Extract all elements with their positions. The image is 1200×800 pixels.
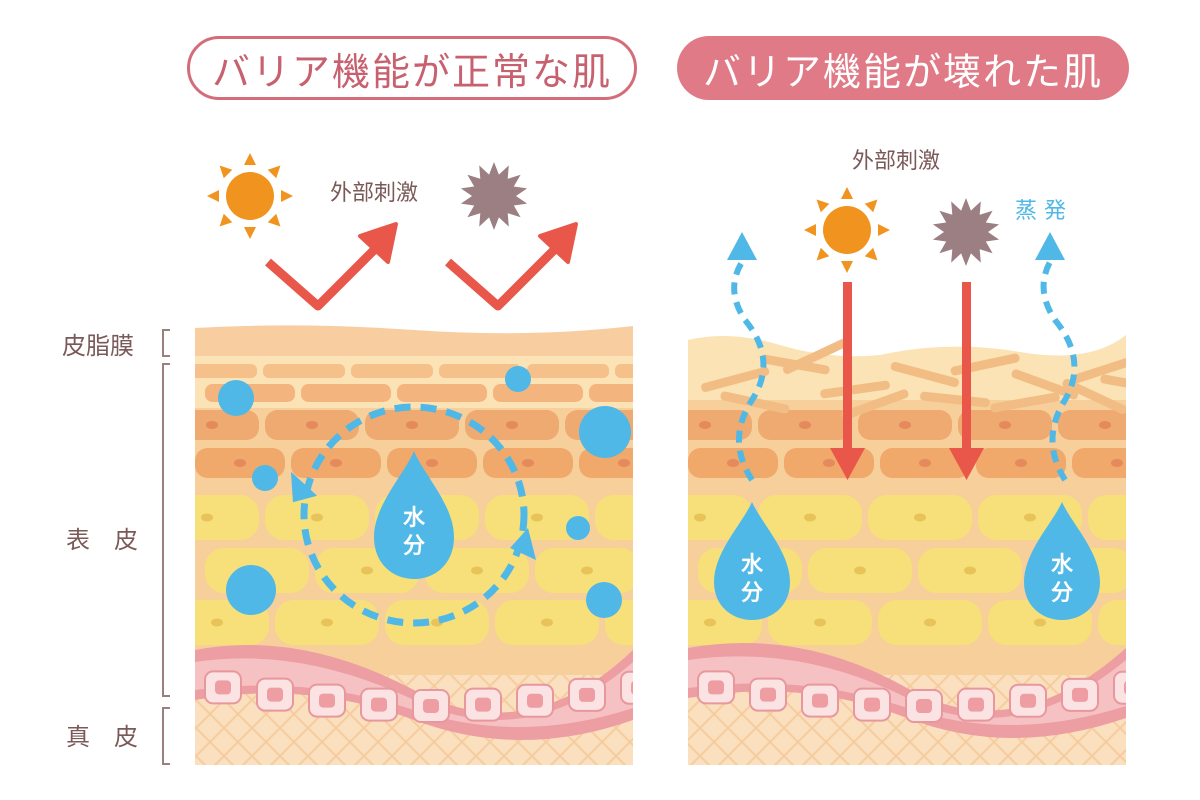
skin-cell bbox=[1088, 495, 1126, 540]
sun-icon bbox=[207, 153, 293, 239]
evaporation-arrow-icon bbox=[731, 260, 1078, 482]
water-circulation-arrow bbox=[290, 403, 536, 627]
skin-cell bbox=[301, 384, 391, 402]
basal-cell bbox=[620, 670, 633, 705]
sun-ray bbox=[207, 190, 219, 202]
skin-cell bbox=[1058, 410, 1126, 440]
svg-text:分: 分 bbox=[403, 534, 425, 559]
sun-ray bbox=[281, 190, 293, 202]
down-arrow-icon bbox=[830, 282, 865, 480]
external-stimulus-label: 外部刺激 bbox=[330, 181, 418, 206]
sun-ray bbox=[244, 227, 256, 239]
skin-cell bbox=[688, 410, 752, 440]
reflect-arrow-icon bbox=[445, 222, 578, 311]
irritant-icon bbox=[932, 198, 1000, 266]
sun-ray bbox=[267, 165, 281, 179]
svg-text:分: 分 bbox=[1051, 581, 1073, 606]
down-arrow-icon bbox=[949, 282, 984, 480]
reflect-arrow-icon bbox=[265, 222, 398, 311]
sun-ray bbox=[841, 187, 853, 199]
skin-cell bbox=[439, 364, 521, 378]
damaged-keratin-flake bbox=[820, 380, 890, 399]
damaged-keratin-flake bbox=[1100, 374, 1126, 395]
skin-cell bbox=[589, 384, 633, 402]
damaged-keratin-flake bbox=[990, 392, 1060, 413]
damaged-keratin-flake bbox=[920, 391, 990, 408]
water-drop-icon: 水 分 bbox=[374, 451, 454, 579]
svg-text:水: 水 bbox=[1051, 553, 1074, 578]
sun-ray bbox=[816, 199, 830, 213]
evaporation-arrow-head bbox=[1035, 232, 1065, 260]
svg-text:水: 水 bbox=[403, 506, 426, 531]
skin-cell bbox=[579, 448, 633, 478]
external-stimulus-label: 外部刺激 bbox=[852, 149, 940, 174]
irritant-icon bbox=[460, 162, 528, 230]
damaged-keratin-flake bbox=[1062, 378, 1126, 415]
sun-ray bbox=[864, 247, 878, 261]
sun-ray bbox=[219, 213, 233, 227]
skin-cell bbox=[1098, 600, 1126, 645]
sun-ray bbox=[816, 247, 830, 261]
layer-label-sebum: 皮脂膜 bbox=[62, 332, 134, 360]
skin-cell bbox=[527, 364, 609, 378]
layer-brackets bbox=[162, 329, 170, 765]
sun-ray bbox=[267, 213, 281, 227]
evaporation-label: 蒸 発 bbox=[1015, 199, 1066, 224]
damaged-keratin-flake bbox=[720, 391, 790, 414]
title-normal-skin: バリア機能が正常な肌 bbox=[187, 36, 637, 100]
sun-ray bbox=[219, 165, 233, 179]
damaged-keratin-flake bbox=[701, 366, 770, 392]
title-damaged-skin: バリア機能が壊れた肌 bbox=[677, 36, 1129, 100]
sun-icon bbox=[804, 187, 890, 273]
skin-cell bbox=[195, 495, 259, 540]
water-drop-icon: 水 分 bbox=[714, 502, 790, 620]
skin-cell bbox=[351, 364, 433, 378]
skin-cell bbox=[595, 495, 633, 540]
evaporation-arrow-head bbox=[727, 232, 757, 260]
sun-ray bbox=[878, 224, 890, 236]
skin-cell bbox=[263, 364, 345, 378]
sun-ray bbox=[841, 261, 853, 273]
sun-ray bbox=[864, 199, 878, 213]
sun-ray bbox=[804, 224, 816, 236]
damaged-keratin-flake bbox=[1011, 369, 1079, 400]
svg-text:水: 水 bbox=[741, 553, 764, 578]
layer-label-dermis: 真 皮 bbox=[66, 723, 138, 751]
layer-label-epidermis: 表 皮 bbox=[66, 526, 138, 554]
skin-cell bbox=[493, 384, 583, 402]
skin-cell bbox=[397, 384, 487, 402]
water-drop-icon: 水 分 bbox=[1024, 502, 1100, 620]
skin-cell bbox=[615, 364, 633, 378]
skin-cell bbox=[1072, 448, 1126, 478]
water-molecules bbox=[218, 366, 631, 618]
basal-cell bbox=[1113, 670, 1126, 705]
damaged-keratin-flake bbox=[782, 338, 848, 375]
damaged-keratin-flake bbox=[890, 361, 959, 387]
damaged-keratin-flake bbox=[841, 389, 909, 420]
skin-cross-section-damaged bbox=[688, 335, 1126, 765]
sun-ray bbox=[244, 153, 256, 165]
sebum-film bbox=[195, 325, 633, 360]
skin-cell bbox=[195, 410, 259, 440]
damaged-keratin-flake bbox=[1071, 355, 1126, 384]
skin-cell bbox=[195, 364, 257, 378]
svg-text:分: 分 bbox=[741, 581, 763, 606]
